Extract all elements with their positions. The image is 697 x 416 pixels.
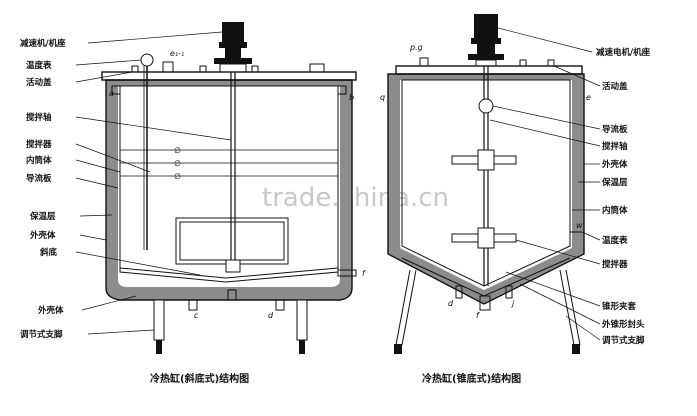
left-label-insulation: 保温层 xyxy=(29,211,56,222)
right-baffle xyxy=(478,98,494,114)
right-label-baffle: 导流板 xyxy=(602,124,628,135)
left-port-e: e₁-₁ xyxy=(170,49,184,58)
left-dim-phi-3: ∅ xyxy=(174,172,181,181)
left-thermometer xyxy=(140,53,154,250)
left-label-thermometer: 温度表 xyxy=(26,60,52,71)
left-leader-lines xyxy=(75,31,232,335)
left-reducer-motor xyxy=(214,22,252,73)
right-label-insulation: 保温层 xyxy=(601,177,628,188)
left-adjustable-legs xyxy=(153,299,308,354)
right-port-d: d xyxy=(448,299,454,308)
right-port-f: f xyxy=(476,311,480,320)
left-label-agitator: 搅拌器 xyxy=(26,139,52,150)
left-port-a: a xyxy=(109,89,114,98)
right-label-outer-shell: 外壳体 xyxy=(601,159,628,170)
left-label-outer-shell: 外壳体 xyxy=(29,230,56,241)
left-inlet-e xyxy=(162,61,174,73)
left-label-reducer: 减速机/机座 xyxy=(20,38,66,49)
left-port-c: c xyxy=(194,311,199,320)
left-label-slant-bottom: 斜底 xyxy=(39,247,58,258)
left-port-letters: a b e₁-₁ c d f ∅ ∅ ∅ xyxy=(109,49,366,320)
right-adjustable-legs xyxy=(394,269,581,354)
right-label-agitator: 搅拌器 xyxy=(602,259,628,270)
right-caption: 冷热缸(锥底式)结构图 xyxy=(422,372,521,385)
left-agitator-frame xyxy=(175,217,289,265)
left-label-lid: 活动盖 xyxy=(26,77,52,88)
right-port-w: w xyxy=(576,221,583,230)
right-label-cone-jacket: 锥形夹套 xyxy=(602,301,637,312)
right-label-thermometer: 温度表 xyxy=(602,235,628,246)
left-labels: 减速机/机座 温度表 活动盖 搅拌轴 搅拌器 内筒体 导流板 保温层 外壳体 斜… xyxy=(20,38,66,340)
right-tank xyxy=(387,14,585,354)
right-label-legs: 调节式支脚 xyxy=(602,335,645,346)
left-port-b: b xyxy=(349,93,354,102)
right-labels: 减速电机/机座 活动盖 导流板 搅拌轴 外壳体 保温层 内筒体 温度表 搅拌器 … xyxy=(596,47,651,346)
left-outer-shell xyxy=(105,79,353,301)
right-label-shaft: 搅拌轴 xyxy=(602,141,628,152)
right-reducer-motor xyxy=(468,14,504,67)
left-label-shaft: 搅拌轴 xyxy=(26,112,52,123)
left-dim-phi-2: ∅ xyxy=(174,159,181,168)
right-inner-shell xyxy=(401,79,571,287)
left-label-legs: 调节式支脚 xyxy=(20,329,63,340)
left-label-inner-shell: 内筒体 xyxy=(26,155,52,166)
right-port-pg: p.g xyxy=(409,43,423,52)
right-port-e: e xyxy=(586,93,591,102)
left-movable-lid xyxy=(101,71,357,81)
left-label-baffle: 导流板 xyxy=(26,173,52,184)
left-dim-phi-1: ∅ xyxy=(174,146,181,155)
right-port-letters: p.g q e w d f j xyxy=(380,43,591,320)
left-inner-shell xyxy=(119,85,339,283)
right-label-lid: 活动盖 xyxy=(602,81,628,92)
right-label-cone-head: 外锥形封头 xyxy=(601,319,645,330)
left-caption: 冷热缸(斜底式)结构图 xyxy=(150,372,249,385)
right-movable-lid xyxy=(395,65,583,75)
left-port-f: f xyxy=(362,269,366,278)
left-port-d: d xyxy=(268,311,274,320)
right-impellers xyxy=(451,149,517,249)
right-label-reducer: 减速电机/机座 xyxy=(596,47,651,58)
left-label-outer-shell-2: 外壳体 xyxy=(37,305,64,316)
right-port-j: j xyxy=(511,299,515,308)
left-tank xyxy=(101,22,357,354)
right-leader-lines xyxy=(489,27,601,341)
watermark: trade.china.cn xyxy=(262,183,449,213)
right-port-q: q xyxy=(380,93,385,102)
right-label-inner-shell: 内筒体 xyxy=(602,205,628,216)
